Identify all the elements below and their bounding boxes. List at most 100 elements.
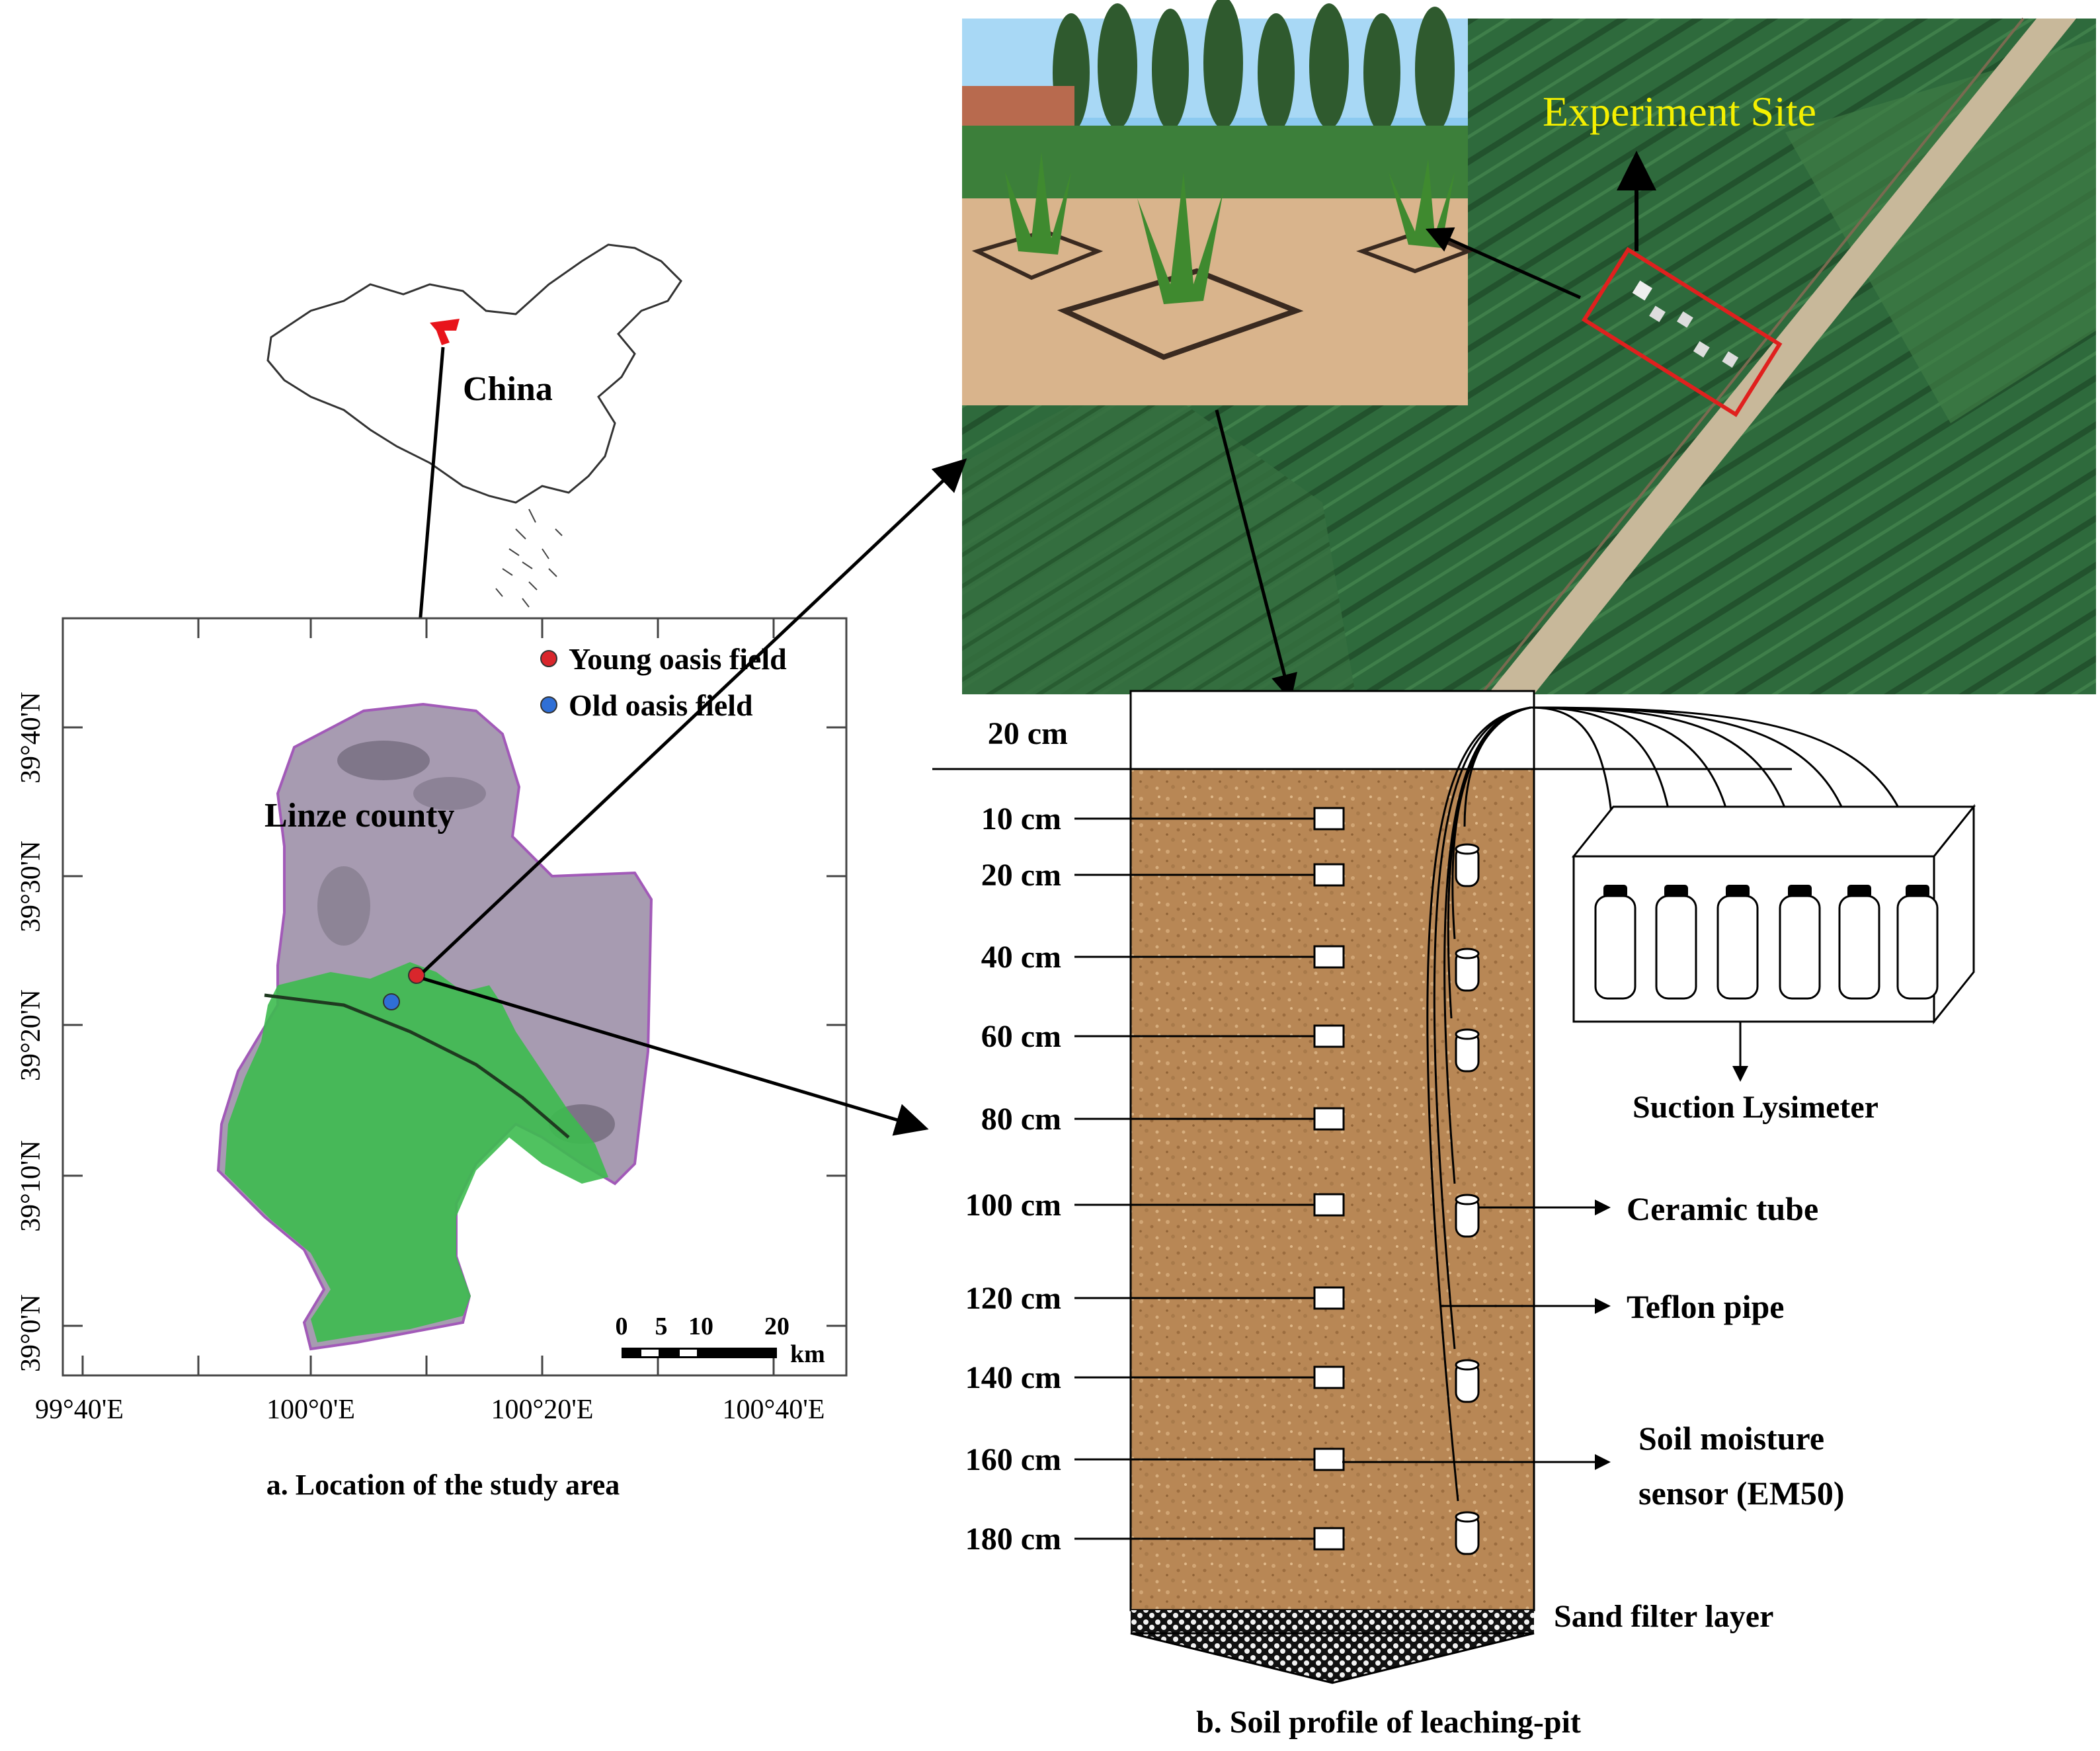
old-oasis-site-dot	[383, 993, 400, 1010]
desert-patch	[317, 866, 370, 946]
map-legend: Young oasis field Old oasis field	[540, 642, 787, 722]
ground-photo-inset	[962, 0, 1474, 405]
experiment-site-box	[1581, 247, 1783, 417]
y-tick-labels: 39°40'N 39°30'N 39°20'N 39°10'N 39°0'N	[16, 692, 46, 1372]
lysimeter-label: Suction Lysimeter	[1633, 1090, 1878, 1125]
ceramic-tube-label: Ceramic tube	[1627, 1190, 1818, 1227]
ceramic-tube-cap	[1455, 948, 1480, 959]
y-tick-label: 39°20'N	[16, 989, 46, 1081]
china-outline-map: China	[266, 243, 682, 608]
caption-b: b. Soil profile of leaching-pit	[1196, 1705, 1581, 1740]
moisture-sensor	[1313, 1286, 1345, 1310]
depth-label: 20 cm	[981, 858, 1061, 893]
x-axis-ticks	[81, 618, 775, 1375]
moisture-sensor	[1313, 1447, 1345, 1471]
depth-label: 160 cm	[965, 1442, 1061, 1477]
farm-road	[1488, 19, 2076, 694]
lysimeter-bottles	[1594, 885, 1939, 1000]
moisture-sensor	[1313, 1527, 1345, 1551]
linze-location-marker	[430, 319, 460, 345]
ceramic-tube-cap	[1455, 1028, 1480, 1040]
scale-tick-5: 5	[655, 1313, 668, 1340]
china-islands	[495, 509, 563, 608]
depth-label: 40 cm	[981, 940, 1061, 975]
ceramic-tube-cap	[1455, 843, 1480, 855]
y-tick-label: 39°30'N	[16, 840, 46, 932]
moisture-sensor	[1313, 1024, 1345, 1048]
pit-top-empty	[1129, 690, 1535, 770]
x-tick-label: 100°20'E	[491, 1395, 593, 1425]
bottle-cap	[1788, 885, 1812, 898]
arrow-site-to-profile	[423, 977, 929, 1136]
river-line	[264, 993, 570, 1139]
sample-bottle	[1655, 895, 1697, 1000]
ceramic-tube-cap	[1455, 1359, 1480, 1371]
desert-patch	[413, 777, 486, 810]
sand-filter-layer	[1131, 1610, 1534, 1633]
sample-bottle	[1838, 895, 1880, 1000]
y-tick-label: 39°10'N	[16, 1140, 46, 1232]
sample-bottle	[1779, 895, 1821, 1000]
moisture-sensor	[1313, 1107, 1345, 1131]
field-block-light	[1785, 40, 2096, 423]
bottle-cap	[1847, 885, 1871, 898]
scale-unit: km	[790, 1340, 825, 1368]
county-label: Linze county	[264, 797, 454, 835]
bottle-cap	[1726, 885, 1750, 898]
bottle-cap	[1906, 885, 1929, 898]
legend-young-label: Young oasis field	[569, 642, 787, 676]
china-outline	[266, 243, 682, 504]
ceramic-tube-cap	[1455, 1511, 1480, 1523]
china-label: China	[463, 370, 553, 408]
x-tick-label: 99°40'E	[35, 1395, 124, 1425]
sensor-label-line2: sensor (EM50)	[1638, 1475, 1845, 1512]
sample-bottle	[1896, 895, 1939, 1000]
ceramic-tube-cap	[1455, 1194, 1480, 1205]
oasis-vegetation	[225, 962, 608, 1342]
map-panel: Linze county Young oasis field Old oasis…	[16, 617, 848, 1501]
scale-tick-0: 0	[616, 1313, 628, 1340]
field-block-dark	[962, 370, 1355, 694]
moisture-sensor	[1313, 1193, 1345, 1217]
bottle-cap	[1603, 885, 1627, 898]
depth-label: 180 cm	[965, 1522, 1061, 1557]
depth-label: 100 cm	[965, 1188, 1061, 1223]
arrow-photo-to-profile	[1215, 409, 1297, 701]
sample-bottle	[1716, 895, 1759, 1000]
sand-filter-funnel	[1130, 1632, 1535, 1684]
road-edge	[1480, 17, 2025, 696]
teflon-pipes	[1426, 706, 1531, 1502]
x-tick-label: 100°0'E	[266, 1395, 355, 1425]
soil-column	[1129, 768, 1535, 1611]
x-tick-label: 100°40'E	[722, 1395, 825, 1425]
arrow-site-to-photo	[422, 458, 967, 973]
moisture-sensor	[1313, 945, 1345, 969]
moisture-sensor	[1313, 863, 1345, 887]
moisture-sensor	[1313, 807, 1345, 831]
young-oasis-site-dot	[408, 967, 425, 984]
teflon-pipe-label: Teflon pipe	[1627, 1288, 1785, 1325]
suction-lysimeter: Suction Lysimeter	[1571, 803, 1976, 1125]
legend-young-marker	[540, 650, 557, 667]
surface-depth-label: 20 cm	[988, 716, 1068, 751]
y-axis-ticks	[63, 726, 846, 1327]
legend-old-marker	[540, 696, 557, 713]
caption-a: a. Location of the study area	[266, 1469, 620, 1501]
sensor-label-line1: Soil moisture	[1638, 1420, 1824, 1457]
bottle-cap	[1664, 885, 1688, 898]
scale-bar: 0 5 10 20 km	[616, 1313, 825, 1368]
depth-label: 140 cm	[965, 1360, 1061, 1395]
sample-bottle	[1594, 895, 1636, 1000]
desert-patch	[337, 741, 430, 780]
depth-label: 120 cm	[965, 1281, 1061, 1316]
legend-old-label: Old oasis field	[569, 688, 753, 722]
depth-label: 60 cm	[981, 1019, 1061, 1054]
x-tick-labels: 99°40'E 100°0'E 100°20'E 100°40'E	[35, 1395, 825, 1425]
depth-label: 10 cm	[981, 801, 1061, 836]
sampler-tubes	[1455, 843, 1480, 1555]
scale-tick-20: 20	[764, 1313, 789, 1340]
experiment-site-label: Experiment Site	[1543, 88, 1816, 135]
